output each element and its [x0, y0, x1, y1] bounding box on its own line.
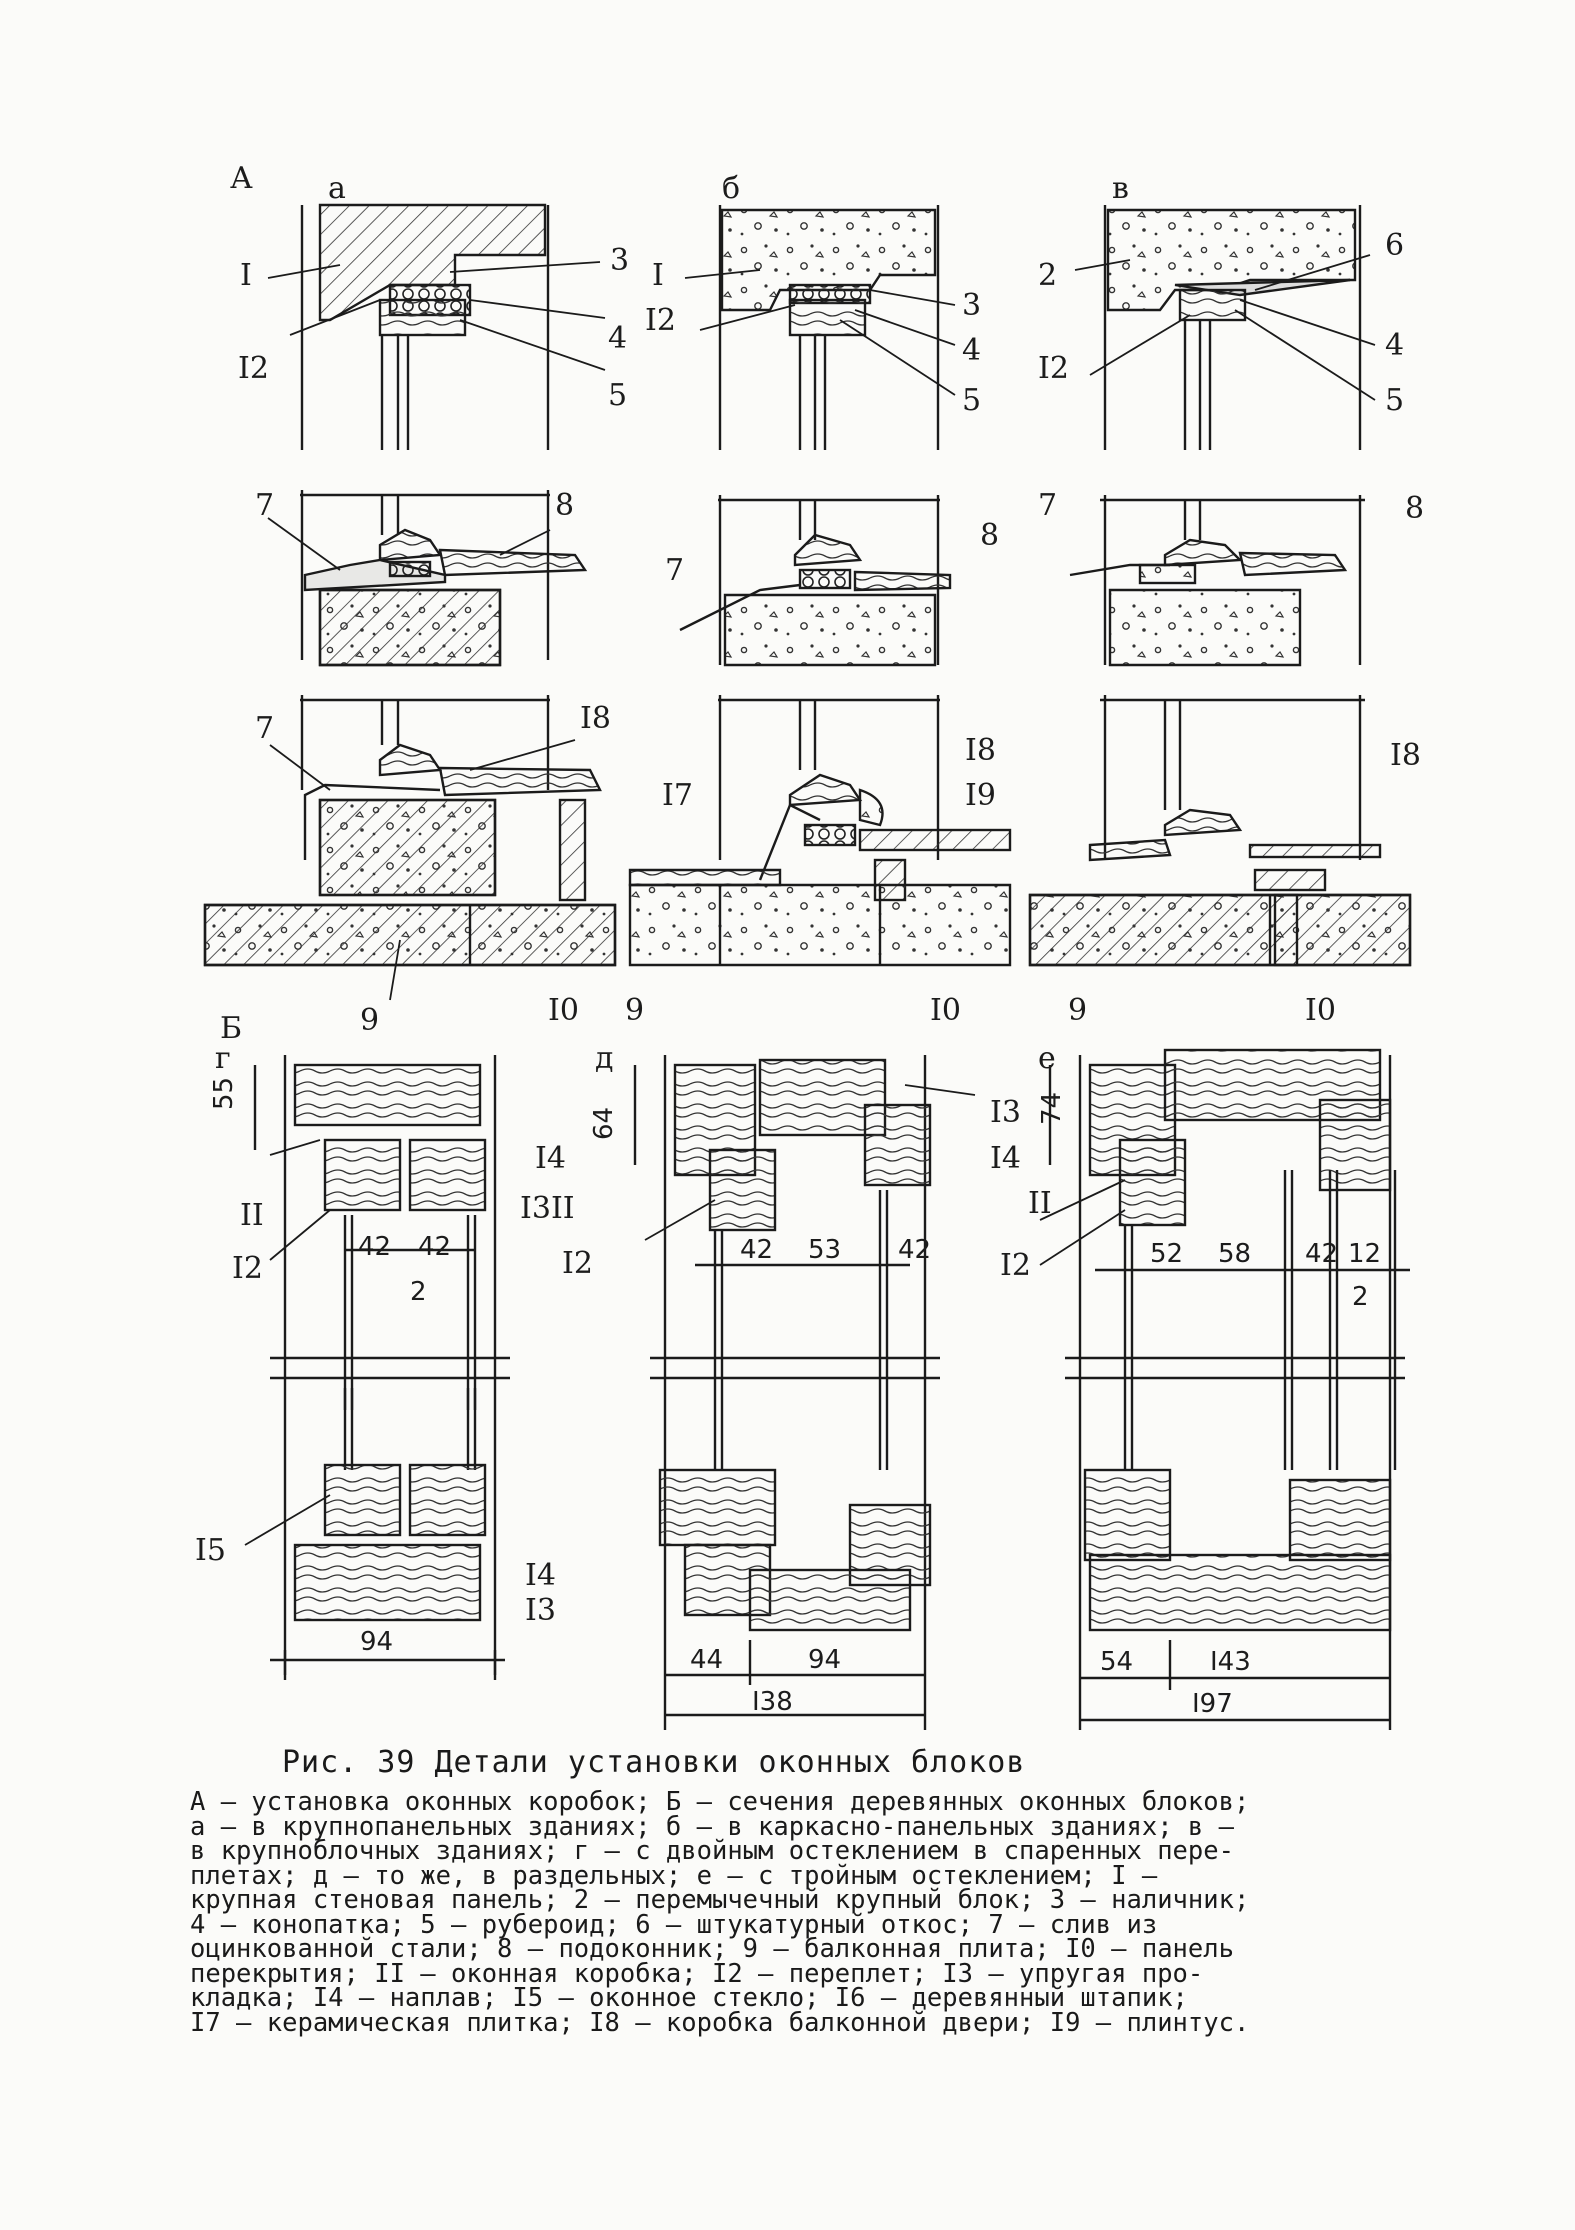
leader-lines [244, 254, 1376, 1546]
callout-v-2: 2 [1038, 258, 1057, 293]
dim-e-b2: I43 [1210, 1647, 1251, 1677]
dim-e-w3: 42 [1305, 1239, 1338, 1269]
dim-g-w2: 42 [418, 1232, 451, 1262]
callout-v-18: I8 [1390, 738, 1421, 773]
callout-g-15: I5 [195, 1533, 226, 1568]
callout-d-12: I2 [562, 1246, 593, 1281]
callout-d-13: I3 [990, 1095, 1021, 1130]
section-d [633, 1055, 940, 1730]
dim-e-total: I97 [1192, 1689, 1233, 1719]
detail-a-sill [300, 490, 588, 667]
dim-g-w1: 42 [358, 1232, 391, 1262]
callout-b-17: I7 [662, 778, 693, 813]
callout-a-3: 3 [610, 243, 629, 278]
section-label-B: Б [220, 1011, 242, 1046]
sub-label-v: в [1112, 171, 1129, 206]
dim-g-top: 55 [209, 1077, 239, 1110]
dim-d-w1: 42 [740, 1235, 773, 1265]
callout-b-8: 8 [980, 518, 999, 553]
callout-v-7: 7 [1038, 488, 1057, 523]
callout-v-10: I0 [1305, 993, 1336, 1028]
callout-b-7: 7 [665, 553, 684, 588]
callout-g-11: II [240, 1198, 264, 1233]
callout-b-10: I0 [930, 993, 961, 1028]
detail-b-sill [679, 495, 952, 667]
dim-e-gap: 2 [1352, 1282, 1369, 1312]
callout-b-9: 9 [625, 993, 644, 1028]
section-label-A: А [230, 161, 253, 196]
detail-v-balcony [1028, 695, 1412, 967]
dim-e-b1: 54 [1100, 1647, 1133, 1677]
detail-a-top [300, 203, 550, 450]
callout-g-13-11: I3II [520, 1191, 575, 1226]
sub-label-g: г [215, 1041, 231, 1076]
detail-v-sill [1069, 495, 1365, 667]
dim-d-total: I38 [752, 1687, 793, 1717]
callout-a-18: I8 [580, 701, 611, 736]
dim-e-w4: 12 [1348, 1239, 1381, 1269]
callout-b-19: I9 [965, 778, 996, 813]
sub-label-e: е [1038, 1041, 1056, 1076]
callout-d-14: I4 [990, 1141, 1021, 1176]
callout-b-12: I2 [645, 303, 676, 338]
callout-v-4: 4 [1385, 328, 1404, 363]
callout-b-5: 5 [962, 383, 981, 418]
callout-a-12: I2 [238, 351, 269, 386]
callout-g-14b: I4 [525, 1558, 556, 1593]
dim-g-bottom: 94 [360, 1627, 393, 1657]
dim-e-top: 74 [1037, 1092, 1067, 1125]
dim-d-b2: 94 [808, 1645, 841, 1675]
callout-a-9: 9 [360, 1003, 379, 1038]
dim-d-w2: 53 [808, 1235, 841, 1265]
callout-a-4: 4 [608, 321, 627, 356]
dim-d-b1: 44 [690, 1645, 723, 1675]
callout-a-7: 7 [255, 488, 274, 523]
figure-caption-title: Рис. 39 Детали установки оконных блоков [282, 1745, 1026, 1780]
sub-label-d: д [595, 1041, 613, 1076]
callout-a-5: 5 [608, 378, 627, 413]
callout-a-8: 8 [555, 488, 574, 523]
callout-v-5: 5 [1385, 383, 1404, 418]
callout-a-1: I [240, 258, 252, 293]
dim-e-w1: 52 [1150, 1239, 1183, 1269]
section-e [1048, 1048, 1410, 1730]
sub-label-a: а [328, 171, 346, 206]
dim-d-w3: 42 [898, 1235, 931, 1265]
callout-e-11: II [1028, 1186, 1052, 1221]
callout-v-6: 6 [1385, 228, 1404, 263]
callout-b-18: I8 [965, 733, 996, 768]
callout-g-14: I4 [535, 1141, 566, 1176]
dim-g-gap: 2 [410, 1277, 427, 1307]
callout-g-12: I2 [232, 1251, 263, 1286]
callout-a-7b: 7 [255, 711, 274, 746]
dim-e-w2: 58 [1218, 1239, 1251, 1269]
callout-b-1: I [652, 258, 664, 293]
callout-g-13: I3 [525, 1593, 556, 1628]
detail-b-balcony [628, 695, 1012, 967]
callout-a-10: I0 [548, 993, 579, 1028]
detail-a-balcony [203, 695, 617, 967]
sub-label-b: б [722, 171, 740, 206]
callout-b-4: 4 [962, 333, 981, 368]
dim-d-top: 64 [589, 1107, 619, 1140]
callout-b-3: 3 [962, 288, 981, 323]
figure-legend: А – установка оконных коробок; Б – сечен… [190, 1787, 1250, 2038]
detail-b-top [718, 205, 940, 450]
callout-v-8: 8 [1405, 491, 1424, 526]
section-g [253, 1055, 510, 1680]
callout-v-12: I2 [1038, 351, 1069, 386]
callout-e-12: I2 [1000, 1248, 1031, 1283]
callout-v-9: 9 [1068, 993, 1087, 1028]
